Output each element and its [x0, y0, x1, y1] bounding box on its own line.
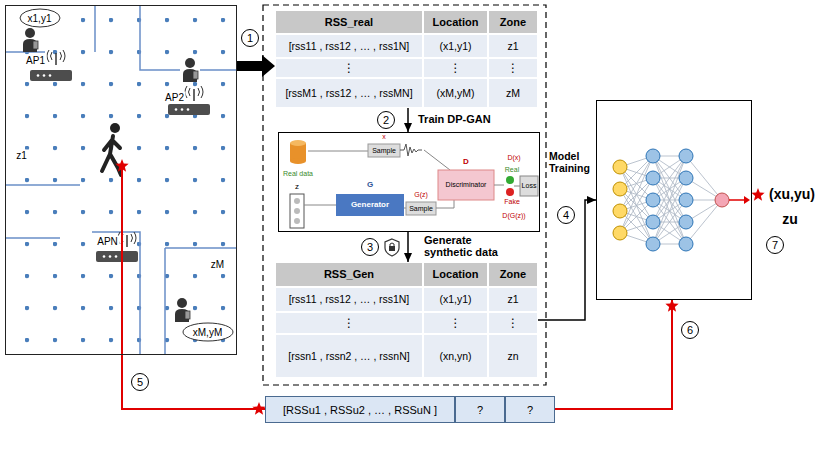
table-cell: ⋮ — [423, 58, 488, 78]
flow-arrow — [538, 200, 596, 320]
table-cell: (x1,y1) — [423, 287, 488, 312]
nn-neuron — [679, 149, 693, 163]
nn-neuron — [646, 237, 660, 251]
plan-label: x1,y1 — [26, 12, 54, 23]
callout-number: 5 — [131, 373, 149, 391]
callout-number: 4 — [557, 206, 575, 224]
nn-neuron — [613, 204, 627, 218]
table-cell: (xn,yn) — [423, 334, 488, 378]
nn-neuron — [646, 215, 660, 229]
flow-arrow — [407, 232, 409, 262]
floor-plan: x1,y1AP1AP2 z1APN zM xM,yM — [5, 5, 237, 355]
table-cell: Zone — [488, 10, 538, 34]
output-label: (xu,yu) — [769, 187, 815, 202]
query-line — [122, 355, 265, 409]
gan-label: Fake — [504, 198, 520, 206]
nn-neuron — [646, 171, 660, 185]
table-cell: Location — [423, 10, 488, 34]
plan-label: z1 — [14, 149, 29, 160]
table-cell: z1 — [488, 287, 538, 312]
nn-neuron — [715, 193, 729, 207]
nn-neuron — [646, 193, 660, 207]
callout-number: 7 — [766, 236, 784, 254]
table-cell: [rssn1 , rssn2 , … , rssnN] — [275, 334, 423, 378]
nn-neuron — [613, 182, 627, 196]
nn-neuron — [646, 149, 660, 163]
gan-label: D(x) — [507, 154, 520, 162]
gan-label: G(z) — [414, 191, 428, 199]
edge-label: Model Training — [549, 150, 593, 174]
output-label: zu — [782, 212, 798, 227]
table-cell: ⋮ — [275, 312, 423, 334]
nn-neuron — [613, 160, 627, 174]
neural-network: (xu,yu)zu — [596, 100, 752, 300]
callout-number: 3 — [361, 238, 379, 256]
nn-link — [653, 156, 686, 222]
table-cell: [rss11 , rss12 , … , rss1N] — [275, 34, 423, 58]
nn-link — [653, 178, 686, 244]
table-cell: zM — [488, 78, 538, 108]
gan-label: Sample — [409, 205, 433, 213]
gan-label: Real — [505, 166, 519, 174]
plan-label: xM,yM — [191, 326, 224, 337]
nn-link — [653, 156, 686, 222]
flow-arrow — [237, 55, 275, 77]
query-line — [555, 300, 672, 409]
query-cell: ? — [455, 396, 505, 423]
table-cell: ⋮ — [488, 58, 538, 78]
rss-real-table: RSS_realLocationZone [rss11 , rss12 , … ,… — [275, 10, 538, 108]
nn-neuron — [679, 171, 693, 185]
rss-gen-table: RSS_GenLocationZone [rss11 , rss12 , … , … — [275, 262, 538, 378]
plan-label: APN — [95, 235, 120, 246]
gan-label: Real data — [283, 170, 313, 178]
gan-label: Loss — [522, 182, 537, 190]
table-cell: ⋮ — [275, 58, 423, 78]
table-cell: (xM,yM) — [423, 78, 488, 108]
callout-number: 1 — [241, 29, 259, 47]
table-cell: RSS_Gen — [275, 262, 423, 287]
nn-link — [653, 178, 686, 244]
table-cell: (x1,y1) — [423, 34, 488, 58]
query-cell: ? — [505, 396, 555, 423]
gan-label: D(G(z)) — [502, 212, 525, 220]
gan-label: Generator — [351, 201, 389, 210]
gan-label: Sample — [372, 147, 396, 155]
table-cell: Location — [423, 262, 488, 287]
table-cell: zn — [488, 334, 538, 378]
callout-number: 6 — [681, 321, 699, 339]
table-cell: ⋮ — [423, 312, 488, 334]
nn-neuron — [679, 237, 693, 251]
flow-arrow — [407, 108, 409, 132]
plan-label: AP1 — [24, 54, 47, 65]
dp-gan-figure: Real dataSamplexGzGeneratorG(z)SampleDDi… — [278, 132, 540, 232]
gan-label: z — [295, 183, 299, 192]
table-cell: [rssM1 , rss12 , … , rssMN] — [275, 78, 423, 108]
table-cell: z1 — [488, 34, 538, 58]
query-record: [RSSu1 , RSSu2 , … , RSSuN ]?? — [265, 396, 555, 423]
plan-label: zM — [209, 258, 226, 269]
edge-label: Generate synthetic data — [424, 234, 519, 258]
nn-neuron — [679, 193, 693, 207]
table-cell: [rss11 , rss12 , … , rss1N] — [275, 287, 423, 312]
plan-label: AP2 — [163, 91, 186, 102]
table-cell: Zone — [488, 262, 538, 287]
gan-label: Discriminator — [446, 181, 487, 189]
edge-label: Train DP-GAN — [418, 113, 491, 125]
query-cell: [RSSu1 , RSSu2 , … , RSSuN ] — [265, 396, 455, 423]
gan-label: G — [367, 181, 373, 190]
callout-number: 2 — [377, 111, 395, 129]
nn-neuron — [613, 226, 627, 240]
table-cell: ⋮ — [488, 312, 538, 334]
nn-neuron — [679, 215, 693, 229]
gan-label: x — [382, 133, 386, 141]
gan-label: D — [463, 158, 469, 167]
table-cell: RSS_real — [275, 10, 423, 34]
